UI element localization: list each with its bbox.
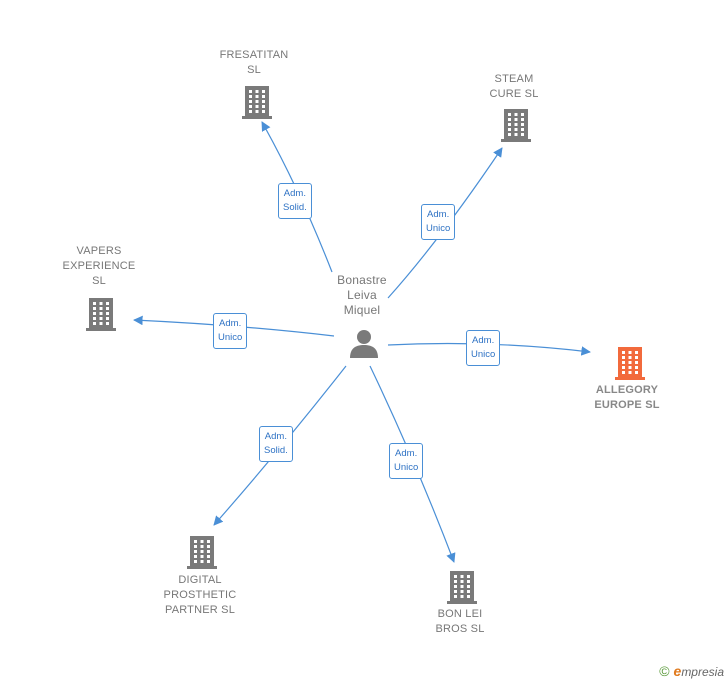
company-name-line: VAPERS <box>76 245 122 257</box>
company-name-line: EUROPE SL <box>594 399 660 411</box>
company-name[interactable]: BON LEI BROS SL <box>405 607 515 637</box>
company-name-line: BROS SL <box>435 623 485 635</box>
company-name-line: BON LEI <box>437 608 483 620</box>
role-line: Unico <box>394 462 419 473</box>
role-line: Adm. <box>219 318 242 329</box>
company-name-line: DIGITAL <box>178 574 222 586</box>
footer-brand: © empresia <box>659 663 724 679</box>
role-line: Unico <box>426 223 451 234</box>
company-name[interactable]: DIGITAL PROSTHETIC PARTNER SL <box>145 573 255 618</box>
role-badge[interactable]: Adm. Solid. <box>259 426 293 462</box>
building-icon[interactable] <box>85 296 117 337</box>
company-name[interactable]: ALLEGORY EUROPE SL <box>572 383 682 413</box>
person-icon[interactable] <box>348 328 380 363</box>
role-line: Adm. <box>395 448 418 459</box>
company-name-line: CURE SL <box>489 88 539 100</box>
role-badge[interactable]: Adm. Unico <box>213 313 248 349</box>
company-name-line: SL <box>92 275 106 287</box>
role-badge[interactable]: Adm. Unico <box>389 443 424 479</box>
person-name[interactable]: Bonastre Leiva Miquel <box>322 273 402 318</box>
role-line: Solid. <box>283 202 307 213</box>
role-line: Adm. <box>283 188 306 199</box>
building-icon[interactable] <box>446 569 478 610</box>
copyright-icon: © <box>659 663 670 679</box>
role-badge[interactable]: Adm. Unico <box>466 330 501 366</box>
building-icon[interactable] <box>500 107 532 148</box>
company-name[interactable]: FRESATITAN SL <box>199 48 309 78</box>
role-line: Adm. <box>427 209 450 220</box>
company-name[interactable]: STEAM CURE SL <box>459 72 569 102</box>
brand-logo: empresia <box>673 663 724 679</box>
company-name-line: EXPERIENCE <box>62 260 136 272</box>
building-icon[interactable] <box>241 84 273 125</box>
role-line: Adm. <box>472 335 495 346</box>
person-name-line: Miquel <box>343 303 381 317</box>
role-badge[interactable]: Adm. Unico <box>421 204 456 240</box>
role-line: Adm. <box>264 431 287 442</box>
company-name-line: PARTNER SL <box>164 604 236 616</box>
person-name-line: Bonastre <box>337 273 387 287</box>
building-icon[interactable] <box>614 345 646 386</box>
role-line: Solid. <box>264 445 288 456</box>
person-name-line: Leiva <box>347 288 377 302</box>
company-name-line: FRESATITAN <box>219 49 289 61</box>
company-name-line: STEAM <box>494 73 534 85</box>
company-name-line: SL <box>247 64 261 76</box>
company-name-line: PROSTHETIC <box>163 589 237 601</box>
role-badge[interactable]: Adm. Solid. <box>278 183 312 219</box>
building-icon[interactable] <box>186 534 218 575</box>
role-line: Unico <box>218 332 243 343</box>
company-name-line: ALLEGORY <box>595 384 659 396</box>
role-line: Unico <box>471 349 496 360</box>
company-name[interactable]: VAPERS EXPERIENCE SL <box>44 244 154 289</box>
